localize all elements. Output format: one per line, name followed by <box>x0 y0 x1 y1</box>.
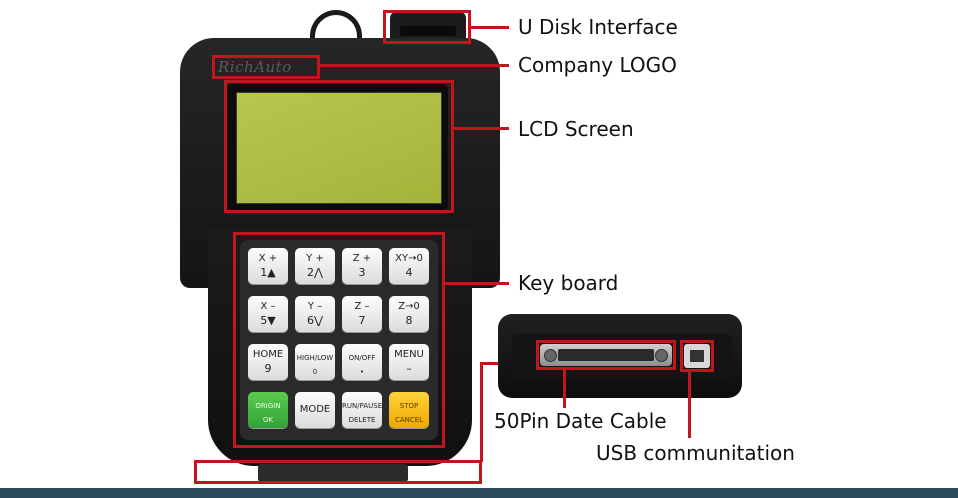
key-x-minus-secondary-label: 5▼ <box>260 314 276 327</box>
lcd-leader <box>454 127 509 130</box>
key-z-minus-primary-label: Z – <box>354 301 370 312</box>
key-z-zero-primary-label: Z→0 <box>398 301 420 312</box>
key-on-off-primary-label: ON/OFF <box>348 354 376 362</box>
cable-leader <box>563 370 566 408</box>
key-y-minus-primary-label: Y – <box>307 301 323 312</box>
key-z-minus-secondary-label: 7 <box>358 314 366 327</box>
keyboard-label: Key board <box>518 271 619 295</box>
key-y-minus-secondary-label: 6⋁ <box>306 314 324 327</box>
key-y-plus-secondary-label: 2⋀ <box>306 266 324 279</box>
cable-callout-box <box>536 340 676 370</box>
keyboard-leader <box>445 282 509 285</box>
key-high-low-primary-label: HIGH/LOW <box>296 354 334 362</box>
usb-callout-box <box>680 340 714 372</box>
key-x-minus-primary-label: X – <box>260 301 276 312</box>
key-y-plus-primary-label: Y + <box>306 253 324 264</box>
key-home-primary-label: HOME <box>252 349 284 360</box>
key-z-plus-primary-label: Z + <box>352 253 372 264</box>
key-xy-zero-primary-label: XY→0 <box>395 253 423 264</box>
lcd-screen <box>236 92 442 204</box>
key-on-off[interactable]: ON/OFF • <box>342 344 382 380</box>
50pin-connector <box>540 344 672 366</box>
key-high-low-secondary-label: 0 <box>312 368 318 376</box>
key-mode-primary-label: MODE <box>299 404 331 415</box>
u-disk-label: U Disk Interface <box>518 15 678 39</box>
key-z-minus[interactable]: Z – 7 <box>342 296 382 332</box>
key-high-low[interactable]: HIGH/LOW 0 <box>295 344 335 380</box>
key-x-minus[interactable]: X – 5▼ <box>248 296 288 332</box>
logo-callout-box <box>212 55 320 79</box>
bottom-leader-horizontal <box>480 362 498 365</box>
key-menu-primary-label: MENU <box>394 349 424 360</box>
key-stop-cancel-primary-label: STOP <box>399 402 419 410</box>
key-origin-ok-secondary-label: OK <box>262 416 274 424</box>
cable-label: 50Pin Date Cable <box>494 409 667 433</box>
key-y-minus[interactable]: Y – 6⋁ <box>295 296 335 332</box>
key-mode[interactable]: MODE <box>295 392 335 428</box>
key-run-pause-delete[interactable]: RUN/PAUSE DELETE <box>342 392 382 428</box>
key-z-plus[interactable]: Z + 3 <box>342 248 382 284</box>
lanyard-strap <box>310 10 362 50</box>
bottom-bar <box>0 488 958 498</box>
key-menu-secondary-label: – <box>406 362 412 375</box>
key-home[interactable]: HOME 9 <box>248 344 288 380</box>
key-x-plus-secondary-label: 1▲ <box>260 266 276 279</box>
u-disk-callout-box <box>383 10 471 44</box>
key-run-pause-delete-primary-label: RUN/PAUSE <box>342 402 383 410</box>
bottom-leader-vertical <box>480 364 483 462</box>
lcd-label: LCD Screen <box>518 117 634 141</box>
key-y-plus[interactable]: Y + 2⋀ <box>295 248 335 284</box>
logo-label: Company LOGO <box>518 53 677 77</box>
u-disk-leader <box>471 26 509 29</box>
key-on-off-secondary-label: • <box>359 368 365 376</box>
key-xy-zero-secondary-label: 4 <box>405 266 413 279</box>
key-x-plus[interactable]: X + 1▲ <box>248 248 288 284</box>
bottom-callout-box <box>194 460 482 484</box>
key-home-secondary-label: 9 <box>264 362 272 375</box>
key-z-plus-secondary-label: 3 <box>358 266 366 279</box>
key-z-zero-secondary-label: 8 <box>405 314 413 327</box>
company-logo: RichAuto <box>218 58 292 76</box>
key-origin-ok-primary-label: ORIGIN <box>255 402 281 410</box>
key-stop-cancel-secondary-label: CANCEL <box>394 416 424 424</box>
usb-label: USB communitation <box>596 441 795 465</box>
key-stop-cancel[interactable]: STOP CANCEL <box>389 392 429 428</box>
key-xy-zero[interactable]: XY→0 4 <box>389 248 429 284</box>
key-x-plus-primary-label: X + <box>258 253 278 264</box>
keyboard-callout-box <box>233 232 445 448</box>
usb-leader <box>688 372 691 438</box>
key-run-pause-delete-secondary-label: DELETE <box>348 416 376 424</box>
logo-leader <box>320 64 509 67</box>
key-origin-ok[interactable]: ORIGIN OK <box>248 392 288 428</box>
bottom-connector <box>198 462 476 486</box>
key-menu[interactable]: MENU – <box>389 344 429 380</box>
usb-b-port <box>684 344 710 368</box>
lcd-callout-box <box>224 80 454 213</box>
